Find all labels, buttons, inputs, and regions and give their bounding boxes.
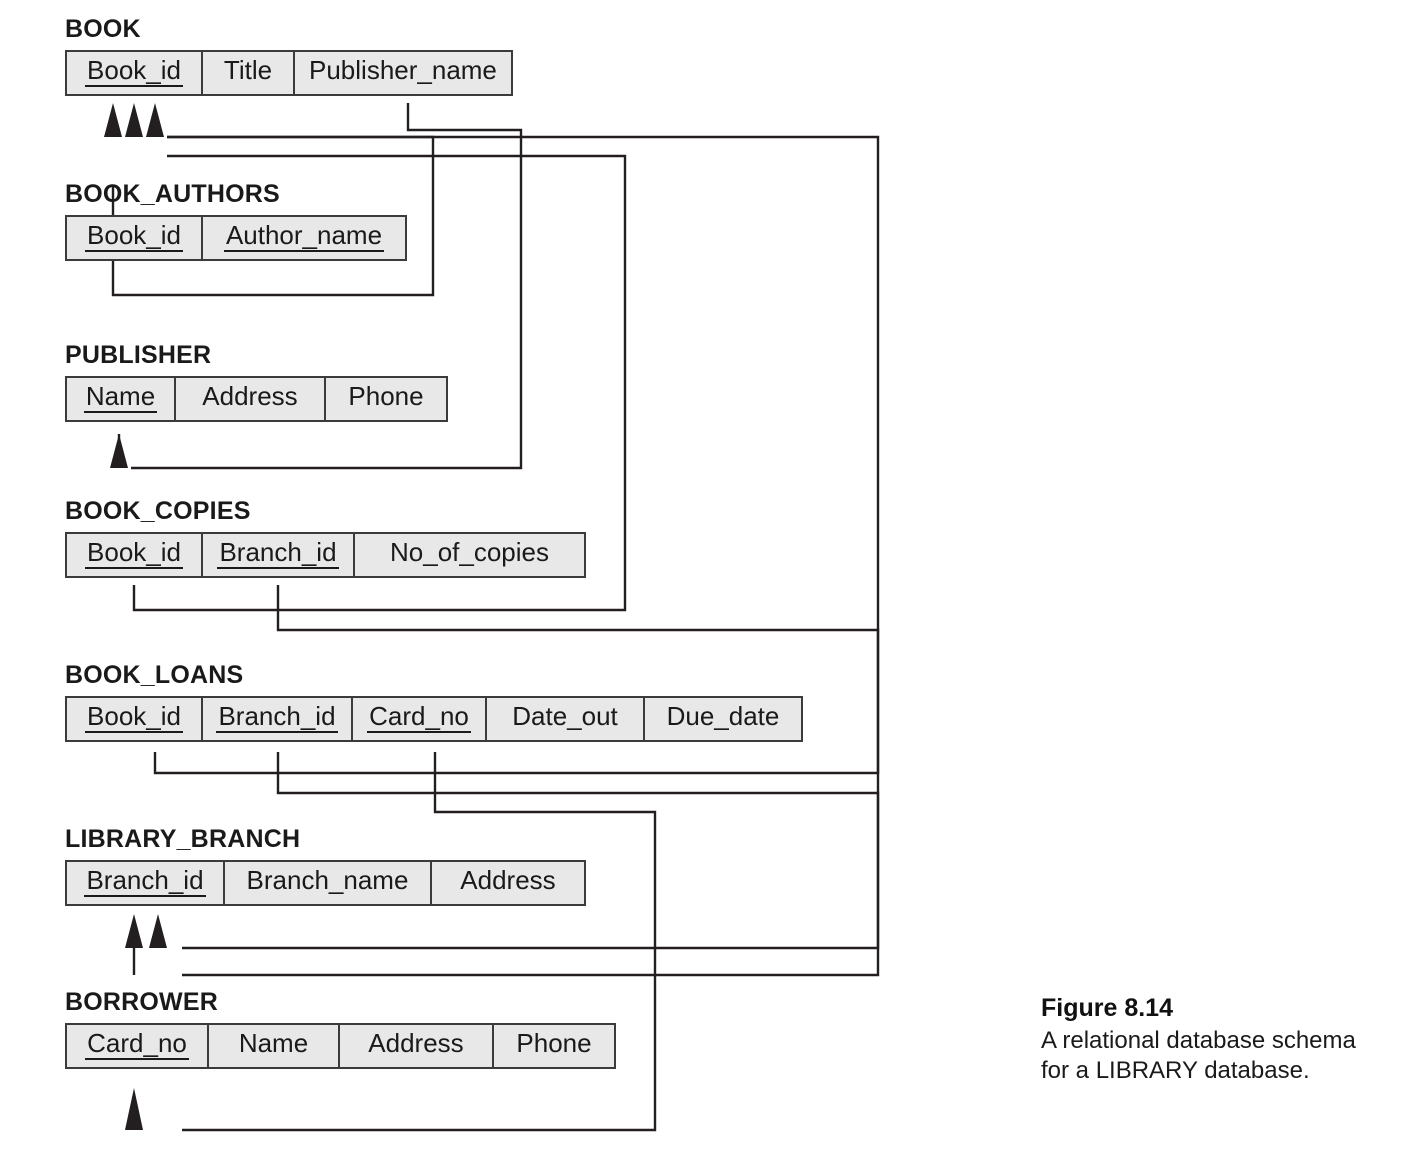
relation-name-book-loans: BOOK_LOANS bbox=[65, 661, 244, 689]
arrowhead-borrower-cardno bbox=[125, 1088, 143, 1130]
attribute-bookloans-date-out[interactable]: Date_out bbox=[487, 698, 645, 741]
attribute-librarybranch-branch-name[interactable]: Branch_name bbox=[225, 862, 432, 905]
attribute-publisher-address[interactable]: Address bbox=[176, 378, 326, 421]
attribute-publisher-name[interactable]: Name bbox=[67, 378, 176, 421]
attribute-row-book-authors: Book_id Author_name bbox=[65, 215, 407, 262]
relation-name-library-branch: LIBRARY_BRANCH bbox=[65, 825, 301, 853]
figure-caption: Figure 8.14 A relational database schema… bbox=[1041, 993, 1371, 1086]
attribute-bookcopies-branch-id[interactable]: Branch_id bbox=[203, 534, 355, 577]
attribute-bookloans-branch-id[interactable]: Branch_id bbox=[203, 698, 353, 741]
arrowhead-book-bookid-3 bbox=[146, 103, 164, 137]
attribute-row-publisher: Name Address Phone bbox=[65, 376, 448, 423]
attribute-publisher-phone[interactable]: Phone bbox=[326, 378, 446, 421]
attribute-bookauthors-author-name[interactable]: Author_name bbox=[203, 217, 405, 260]
relation-name-book: BOOK bbox=[65, 15, 141, 43]
attribute-bookcopies-book-id[interactable]: Book_id bbox=[67, 534, 203, 577]
relation-book-authors: BOOK_AUTHORS Book_id Author_name bbox=[65, 180, 407, 262]
attribute-bookauthors-book-id[interactable]: Book_id bbox=[67, 217, 203, 260]
arrowhead-librarybranch-branchid-1 bbox=[149, 914, 167, 948]
arrowhead-book-bookid-2 bbox=[125, 103, 143, 137]
attribute-borrower-address[interactable]: Address bbox=[340, 1025, 494, 1068]
attribute-row-book-loans: Book_id Branch_id Card_no Date_out Due_d… bbox=[65, 696, 803, 743]
relation-name-publisher: PUBLISHER bbox=[65, 341, 212, 369]
arrowhead-librarybranch-branchid-2 bbox=[125, 914, 143, 948]
attribute-borrower-name[interactable]: Name bbox=[209, 1025, 340, 1068]
arrowhead-publisher-name bbox=[110, 434, 128, 468]
relation-book: BOOK Book_id Title Publisher_name bbox=[65, 15, 513, 97]
attribute-bookcopies-no-of-copies[interactable]: No_of_copies bbox=[355, 534, 584, 577]
attribute-book-title[interactable]: Title bbox=[203, 52, 295, 95]
attribute-bookloans-card-no[interactable]: Card_no bbox=[353, 698, 487, 741]
fk-bookloans-cardno-to-borrower-cardno bbox=[125, 752, 657, 1132]
relation-library-branch: LIBRARY_BRANCH Branch_id Branch_name Add… bbox=[65, 825, 586, 907]
attribute-borrower-phone[interactable]: Phone bbox=[494, 1025, 614, 1068]
attribute-row-book: Book_id Title Publisher_name bbox=[65, 50, 513, 97]
arrowhead-book-bookid-1 bbox=[104, 103, 122, 137]
relation-book-copies: BOOK_COPIES Book_id Branch_id No_of_copi… bbox=[65, 497, 586, 579]
attribute-librarybranch-address[interactable]: Address bbox=[432, 862, 584, 905]
relation-borrower: BORROWER Card_no Name Address Phone bbox=[65, 988, 616, 1070]
attribute-librarybranch-branch-id[interactable]: Branch_id bbox=[67, 862, 225, 905]
relation-name-book-authors: BOOK_AUTHORS bbox=[65, 180, 280, 208]
attribute-bookloans-book-id[interactable]: Book_id bbox=[67, 698, 203, 741]
relation-book-loans: BOOK_LOANS Book_id Branch_id Card_no Dat… bbox=[65, 661, 803, 743]
figure-caption-text: A relational database schema for a LIBRA… bbox=[1041, 1026, 1356, 1084]
attribute-row-book-copies: Book_id Branch_id No_of_copies bbox=[65, 532, 586, 579]
attribute-book-publisher-name[interactable]: Publisher_name bbox=[295, 52, 511, 95]
relation-publisher: PUBLISHER Name Address Phone bbox=[65, 341, 448, 423]
attribute-bookloans-due-date[interactable]: Due_date bbox=[645, 698, 801, 741]
attribute-row-borrower: Card_no Name Address Phone bbox=[65, 1023, 616, 1070]
relation-name-book-copies: BOOK_COPIES bbox=[65, 497, 251, 525]
relation-name-borrower: BORROWER bbox=[65, 988, 218, 1016]
attribute-row-library-branch: Branch_id Branch_name Address bbox=[65, 860, 586, 907]
figure-number: Figure 8.14 bbox=[1041, 994, 1173, 1022]
attribute-book-book-id[interactable]: Book_id bbox=[67, 52, 203, 95]
attribute-borrower-card-no[interactable]: Card_no bbox=[67, 1025, 209, 1068]
